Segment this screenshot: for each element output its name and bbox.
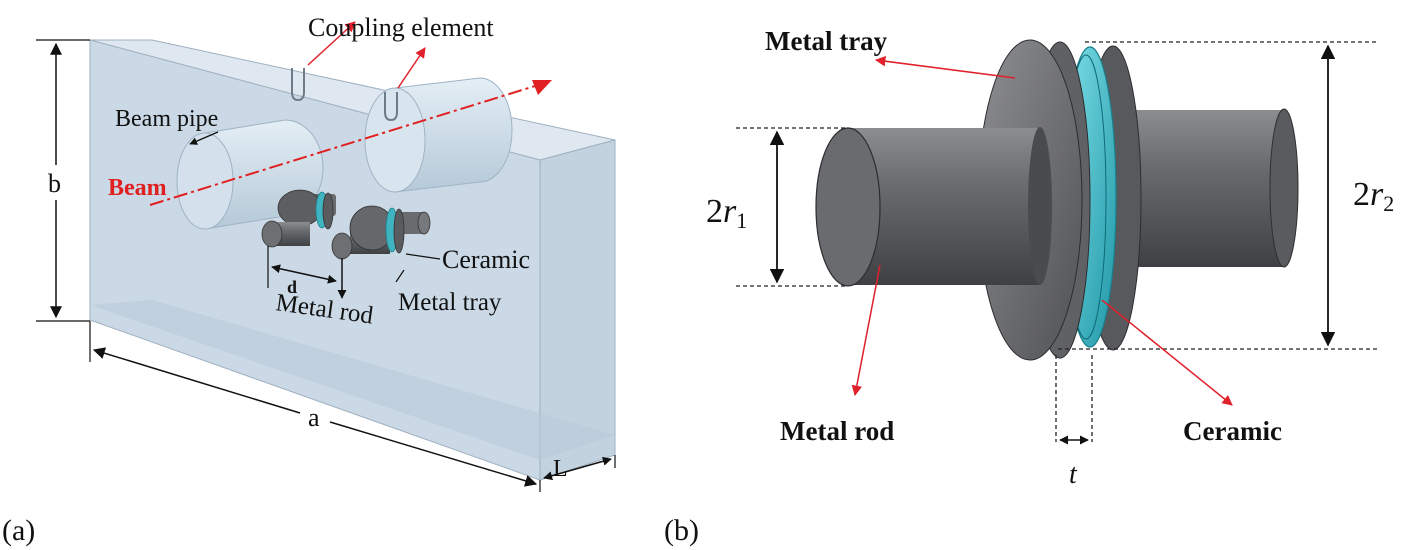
assembly-right xyxy=(331,205,431,260)
metal-tray-arrow xyxy=(874,56,1016,79)
label-2r1-prefix: 2 xyxy=(706,193,723,230)
ceramic-pointer xyxy=(405,253,441,260)
beam-pipe-right xyxy=(364,77,513,193)
label-2r1-var: r xyxy=(723,193,737,230)
d-dimension-line xyxy=(271,264,337,284)
label-ceramic-a: Ceramic xyxy=(442,245,530,274)
rod-left-face xyxy=(815,127,881,287)
metal-tray-pointer xyxy=(395,269,405,283)
label-metal-rod-b: Metal rod xyxy=(780,416,894,446)
coupling-hook-right xyxy=(384,92,398,122)
caption-a: (a) xyxy=(2,514,35,547)
coupling-arrow-left xyxy=(307,21,356,66)
beam-arrowhead xyxy=(532,80,552,95)
l-dimension-line xyxy=(543,456,612,481)
label-2r1-sub: 1 xyxy=(736,208,747,233)
cavity-bottom-shade xyxy=(90,300,615,460)
label-metal-tray-a: Metal tray xyxy=(398,289,502,316)
coupling-hook-left xyxy=(291,68,305,102)
label-2r2-sub: 2 xyxy=(1383,191,1394,216)
label-b: b xyxy=(48,169,61,198)
caption-b: (b) xyxy=(664,514,699,547)
label-2r1: 2r1 xyxy=(706,193,747,233)
beam-axis-line xyxy=(149,81,549,206)
assembly-left xyxy=(261,189,336,248)
coupling-arrow-right xyxy=(397,47,426,89)
label-2r2: 2r2 xyxy=(1353,176,1394,216)
label-t: t xyxy=(1069,459,1078,490)
label-beam: Beam xyxy=(108,175,167,201)
label-L: L xyxy=(553,456,568,482)
label-2r2-prefix: 2 xyxy=(1353,176,1370,213)
label-ceramic-b: Ceramic xyxy=(1183,416,1282,446)
rod-right-end xyxy=(1269,108,1299,268)
label-coupling-element: Coupling element xyxy=(308,13,494,42)
rod-left-body-end xyxy=(1028,127,1052,285)
beam-pipe-arrow xyxy=(189,131,219,145)
a-dimension-line-left xyxy=(92,347,301,414)
label-beam-pipe: Beam pipe xyxy=(115,106,218,132)
label-a: a xyxy=(308,403,320,432)
ceramic-arrow xyxy=(1101,299,1233,406)
a-dimension-line-right xyxy=(329,421,538,487)
label-d: d xyxy=(287,277,297,297)
metal-rod-arrow xyxy=(851,264,881,397)
panel-a: Coupling element Beam pipe Beam Ceramic … xyxy=(2,13,616,547)
panel-b: Metal tray Metal rod Ceramic 2r1 2r2 t (… xyxy=(664,26,1394,547)
label-metal-tray-b: Metal tray xyxy=(765,26,888,56)
label-2r2-var: r xyxy=(1370,176,1384,213)
